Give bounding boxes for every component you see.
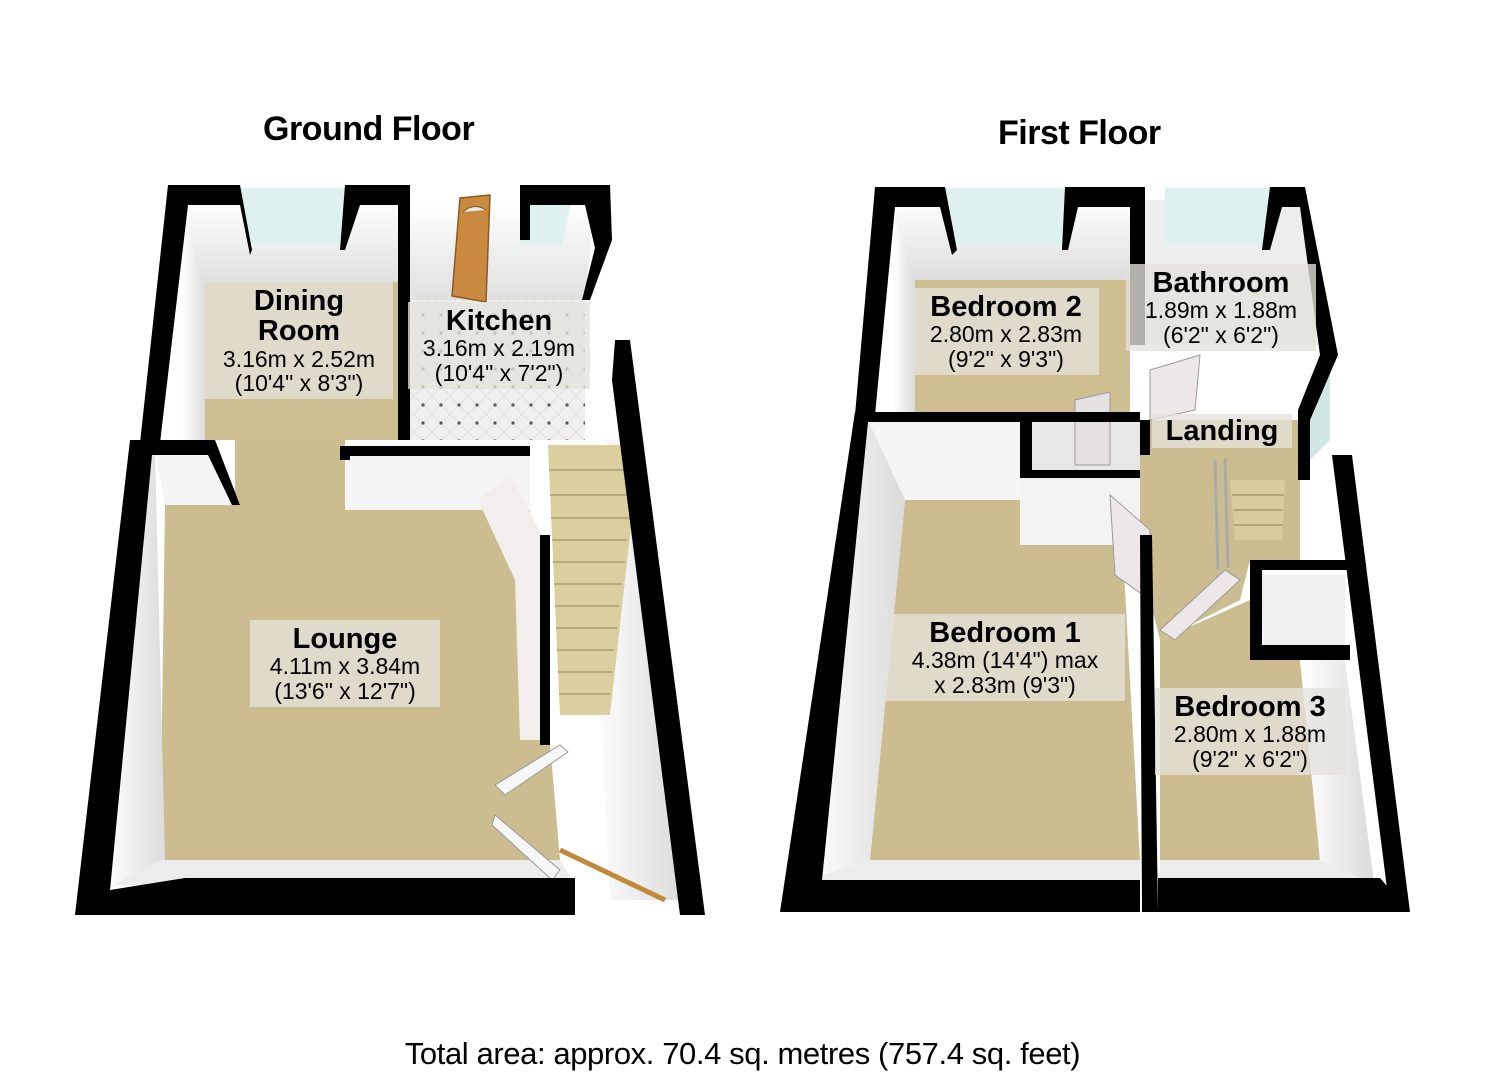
room-label-kitchen: Kitchen 3.16m x 2.19m (10'4" x 7'2") — [408, 302, 590, 389]
total-area-caption: Total area: approx. 70.4 sq. metres (757… — [404, 1036, 1081, 1071]
room-name: Landing — [1165, 415, 1279, 447]
room-dimensions-imperial: (9'2" x 6'2") — [1192, 745, 1308, 772]
room-label-bedroom-3: Bedroom 3 2.80m x 1.88m (9'2" x 6'2") — [1155, 688, 1345, 775]
room-dimensions-metric: 1.89m x 1.88m — [1144, 297, 1298, 324]
ground-floor-walls — [75, 185, 705, 915]
room-name: Bathroom — [1152, 267, 1290, 299]
room-label-landing: Landing — [1152, 414, 1292, 449]
bathroom-window — [1165, 188, 1280, 245]
room-dimensions-imperial: (6'2" x 6'2") — [1163, 321, 1279, 348]
room-label-bedroom-2: Bedroom 2 2.80m x 2.83m (9'2" x 9'3") — [913, 288, 1099, 375]
room-name: Bedroom 2 — [930, 291, 1082, 323]
room-name: Dining — [253, 285, 345, 317]
room-dimensions-metric: 2.80m x 2.83m — [929, 321, 1083, 348]
room-label-dining-room: Dining Room 3.16m x 2.52m (10'4" x 8'3") — [205, 282, 393, 400]
room-dimensions-imperial: (10'4" x 7'2") — [434, 359, 564, 386]
room-dimensions-line2: x 2.83m (9'3") — [934, 671, 1076, 698]
room-name: Lounge — [292, 623, 398, 655]
room-label-bedroom-1: Bedroom 1 4.38m (14'4") max x 2.83m (9'3… — [885, 614, 1125, 701]
room-dimensions-imperial: (13'6" x 12'7") — [274, 677, 416, 704]
room-dimensions-imperial: (10'4" x 8'3") — [234, 370, 364, 397]
ground-floor-plan — [0, 0, 740, 960]
landing-floor — [1140, 420, 1300, 640]
room-dimensions-metric: 3.16m x 2.19m — [422, 335, 576, 362]
room-name: Bedroom 3 — [1174, 691, 1326, 723]
dining-window — [240, 188, 345, 245]
ground-floor-title: Ground Floor — [263, 110, 475, 148]
room-name: Kitchen — [445, 305, 553, 337]
kitchen-back-door — [451, 194, 491, 303]
room-dimensions-metric: 2.80m x 1.88m — [1173, 721, 1327, 748]
first-floor-walls — [780, 187, 1410, 912]
first-floor-title: First Floor — [998, 114, 1161, 152]
room-name: Room — [257, 315, 341, 348]
first-floor-stair-opening — [1213, 457, 1285, 571]
staircase — [548, 445, 640, 715]
room-label-lounge: Lounge 4.11m x 3.84m (13'6" x 12'7") — [250, 620, 440, 707]
room-dimensions-imperial: (9'2" x 9'3") — [948, 345, 1064, 372]
room-dimensions-metric: 3.16m x 2.52m — [222, 345, 376, 372]
room-dimensions-metric: 4.11m x 3.84m — [269, 653, 421, 680]
room-label-bathroom: Bathroom 1.89m x 1.88m (6'2" x 6'2") — [1126, 264, 1316, 351]
room-name: Bedroom 1 — [929, 617, 1081, 649]
bedroom-2-window — [945, 188, 1065, 245]
room-dimensions-line1: 4.38m (14'4") max — [911, 647, 1099, 674]
